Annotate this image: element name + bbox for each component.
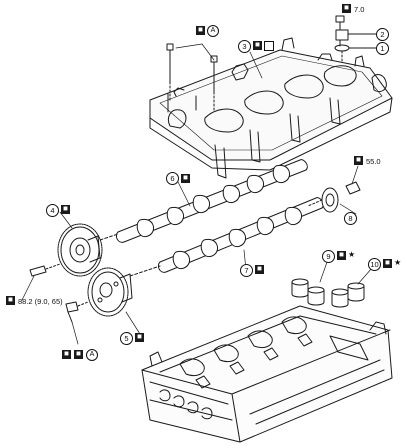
oil-can-icon: ◼ <box>135 333 144 342</box>
torque-wrench-icon: ◼ <box>6 296 15 305</box>
callout-10: 10 <box>368 258 381 271</box>
callout-7: 7 <box>240 264 253 277</box>
oil-can-icon: ◼ <box>255 265 264 274</box>
star-marker: ★ <box>394 258 402 267</box>
camshaft-sprocket-5 <box>87 267 133 317</box>
oil-can-icon: ◼ <box>181 174 190 183</box>
callout-1: 1 <box>376 42 389 55</box>
camshaft-sprocket-4 <box>57 223 103 277</box>
sealant-icon <box>264 41 274 51</box>
oil-can-icon: ◼ <box>61 205 70 214</box>
torque-wrench-icon: ◼ <box>62 350 71 359</box>
camshaft-7 <box>129 197 324 277</box>
valve-lifters <box>291 278 365 308</box>
oil-can-icon: ◼ <box>74 350 83 359</box>
callout-8: 8 <box>344 212 357 225</box>
bracket-bolts <box>166 43 218 113</box>
torque-value-sprocket-bolt: 55.0 <box>366 157 381 166</box>
camshaft-6 <box>99 159 308 243</box>
sprocket-8 <box>307 181 361 213</box>
callout-9: 9 <box>322 250 335 263</box>
torque-value-bolt-top: 7.0 <box>354 5 365 14</box>
cam-position-sensor <box>334 15 377 63</box>
camshaft-bracket <box>149 37 393 179</box>
callout-2: 2 <box>376 28 389 41</box>
oil-can-icon: ◼ <box>383 259 392 268</box>
callout-5: 5 <box>120 332 133 345</box>
torque-value-camshaft-bolt: 88.2 (9.0, 65) <box>18 297 63 306</box>
callout-6: 6 <box>166 172 179 185</box>
cylinder-head <box>141 305 393 443</box>
oil-can-icon: ◼ <box>253 41 262 50</box>
sprocket-bolts <box>29 263 89 323</box>
procedure-a-marker: A <box>207 25 219 37</box>
callout-3: 3 <box>238 40 251 53</box>
oil-can-icon: ◼ <box>337 251 346 260</box>
torque-wrench-icon: ◼ <box>196 26 205 35</box>
torque-wrench-icon: ◼ <box>342 4 351 13</box>
procedure-a-marker: A <box>86 349 98 361</box>
callout-4: 4 <box>46 204 59 217</box>
torque-wrench-icon: ◼ <box>354 156 363 165</box>
star-marker: ★ <box>348 250 356 259</box>
